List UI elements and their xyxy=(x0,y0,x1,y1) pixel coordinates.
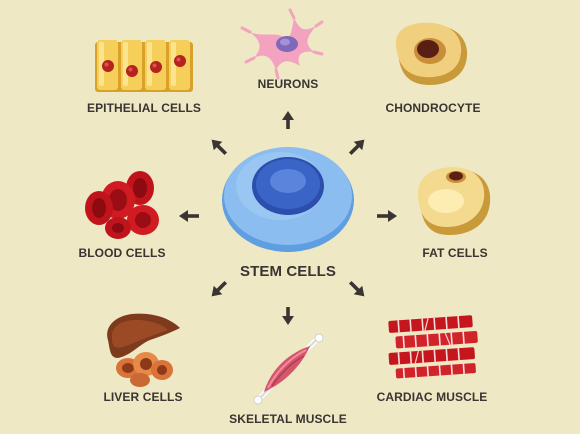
arrow-up-right-icon xyxy=(348,139,365,156)
blood-cells-label: BLOOD CELLS xyxy=(78,246,166,260)
skeletal-muscle-label: SKELETAL MUSCLE xyxy=(229,412,347,426)
liver-cells-label: LIVER CELLS xyxy=(103,390,183,404)
epithelial-cells-icon xyxy=(95,40,193,92)
blood-cells-icon xyxy=(85,171,159,239)
cardiac-muscle-icon xyxy=(388,315,478,379)
arrows xyxy=(179,111,397,325)
stem-cells-label: STEM CELLS xyxy=(239,263,337,280)
neuron-icon xyxy=(240,8,324,80)
neurons-label: NEURONS xyxy=(257,77,319,91)
fat-cell-icon xyxy=(418,167,491,236)
epithelial-cells-label: EPITHELIAL CELLS xyxy=(86,101,202,115)
arrow-left-icon xyxy=(179,210,199,222)
arrow-up-left-icon xyxy=(211,139,228,156)
fat-cells-label: FAT CELLS xyxy=(422,246,488,260)
stem-cell-icon xyxy=(222,147,354,252)
skeletal-muscle-icon xyxy=(253,333,324,405)
cardiac-muscle-label: CARDIAC MUSCLE xyxy=(376,390,488,404)
arrow-up-icon xyxy=(282,111,294,129)
arrow-down-icon xyxy=(282,307,294,325)
chondrocyte-label: CHONDROCYTE xyxy=(385,101,481,115)
liver-icon xyxy=(107,313,180,387)
chondrocyte-icon xyxy=(396,22,468,86)
arrow-down-left-icon xyxy=(211,280,228,297)
arrow-right-icon xyxy=(377,210,397,222)
arrow-down-right-icon xyxy=(348,280,365,297)
